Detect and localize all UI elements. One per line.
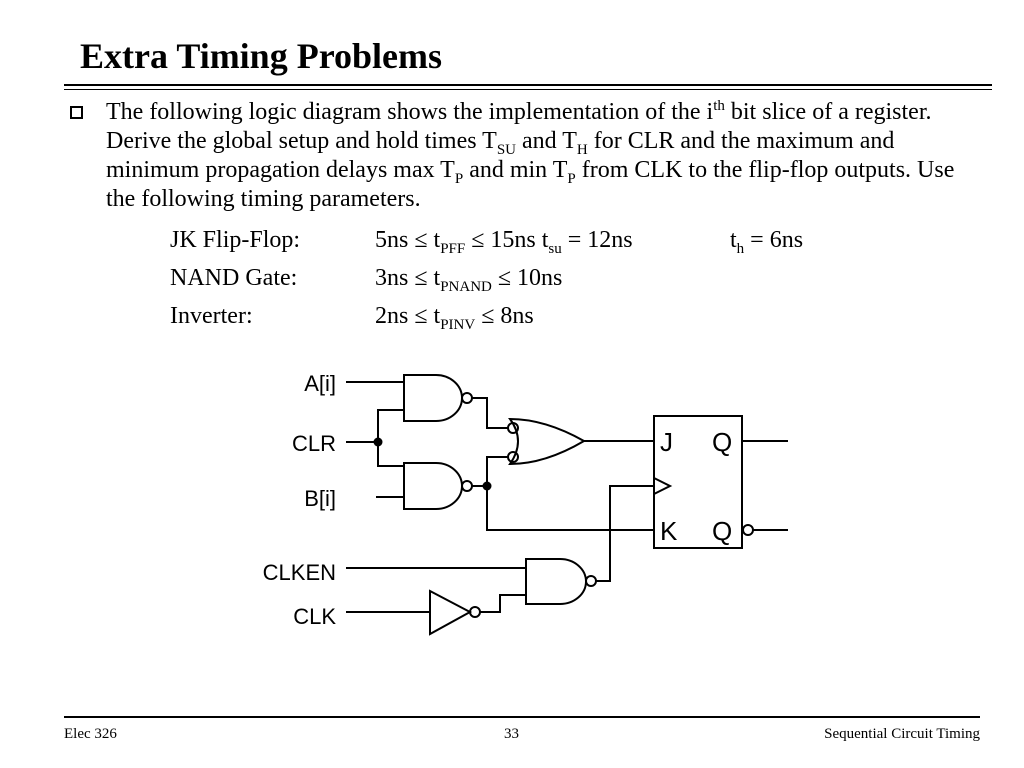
input-label-b: B[i] [304, 486, 336, 511]
or-gate-input-bubble-2 [507, 451, 519, 463]
footer-course: Elec 326 [64, 726, 117, 742]
footer-topic: Sequential Circuit Timing [824, 726, 980, 742]
input-label-clken: CLKEN [263, 560, 336, 585]
wire-to-k [486, 486, 654, 531]
wire-nand2-to-or [472, 456, 508, 487]
footer-divider [64, 716, 980, 718]
input-label-clk: CLK [293, 604, 336, 629]
wire-clr-to-nand2 [377, 442, 404, 467]
ff-label-k: K [660, 516, 678, 546]
bullet-square-icon [70, 106, 83, 119]
wire-nand3-to-clock [596, 485, 654, 582]
qbar-bubble [742, 524, 754, 536]
ff-label-q: Q [712, 427, 732, 457]
wire-clr-to-nand1 [377, 409, 404, 442]
nand-gate-2-bubble [461, 480, 473, 492]
logic-diagram: A[i] CLR B[i] CLKEN CLK J Q K Q [263, 371, 788, 636]
wire-nand1-to-or [472, 397, 508, 429]
nand-gate-1 [403, 374, 463, 422]
title-divider-thin [64, 89, 992, 90]
param-value-inverter: 2ns ≤ tPINV ≤ 8ns [375, 303, 534, 333]
or-gate-input-bubble-1 [507, 422, 519, 434]
inverter-gate [429, 589, 473, 636]
nand-gate-1-bubble [461, 392, 473, 404]
junction-dot-nand2 [482, 481, 492, 491]
param-label-nand: NAND Gate: [170, 265, 298, 291]
footer-page-number: 33 [504, 726, 519, 742]
problem-paragraph: The following logic diagram shows the im… [106, 98, 955, 213]
param-label-jk: JK Flip-Flop: [170, 227, 301, 253]
param-label-inverter: Inverter: [170, 303, 253, 329]
clock-input-triangle [653, 477, 673, 495]
jk-flip-flop [653, 415, 743, 549]
nand-gate-3-bubble [585, 575, 597, 587]
ff-label-j: J [660, 427, 673, 457]
input-label-a: A[i] [304, 371, 336, 396]
slide-title: Extra Timing Problems [80, 36, 443, 76]
nand-gate-2 [403, 462, 463, 510]
input-label-clr: CLR [292, 431, 336, 456]
title-divider-thick [64, 84, 992, 86]
wire-inverter-to-nand3 [480, 594, 526, 613]
junction-dot-clr [373, 437, 383, 447]
param-value-jk-hold: th = 6ns [730, 227, 804, 257]
or-gate [508, 417, 587, 466]
param-value-nand: 3ns ≤ tPNAND ≤ 10ns [375, 265, 563, 295]
param-value-jk: 5ns ≤ tPFF ≤ 15ns tsu = 12ns [375, 227, 633, 257]
nand-gate-3 [525, 558, 587, 605]
ff-label-qbar: Q [712, 516, 732, 546]
